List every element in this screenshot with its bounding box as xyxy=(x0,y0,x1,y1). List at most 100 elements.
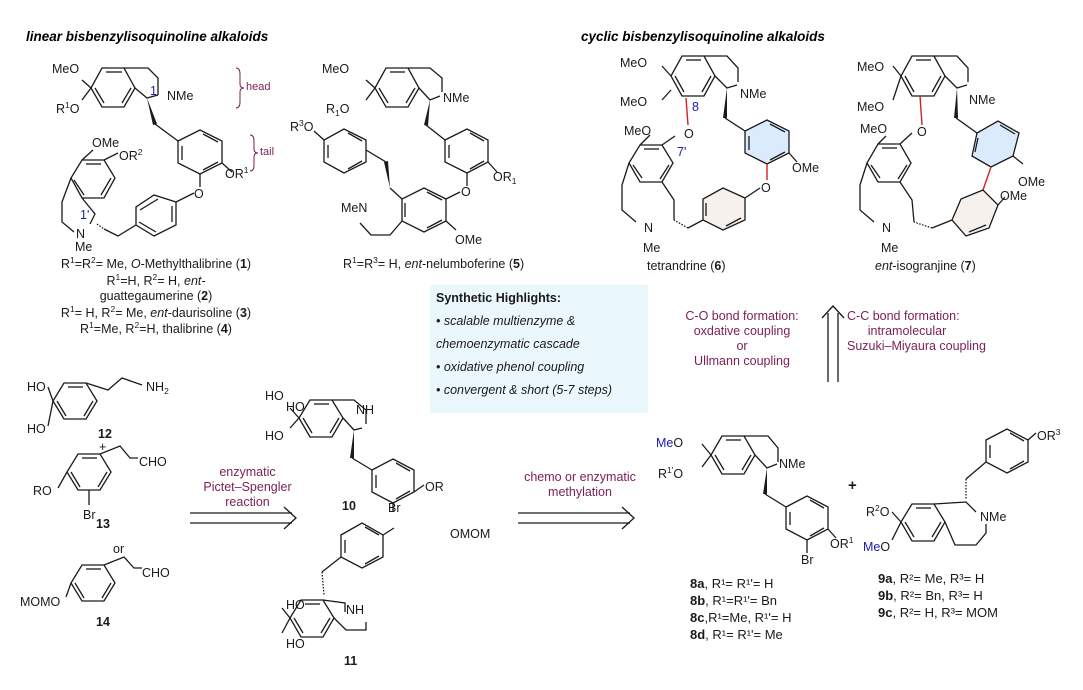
atom-label: OMe xyxy=(792,161,819,175)
bond-line: O xyxy=(340,102,350,116)
atom-label: OR1 xyxy=(830,535,854,551)
ring-or-wedge xyxy=(384,161,390,188)
bond-line xyxy=(661,89,672,101)
atom-label: O xyxy=(461,185,471,199)
atom-label: MeO xyxy=(857,60,884,74)
bond-line: 3 xyxy=(299,118,304,128)
bond-line xyxy=(859,162,875,223)
bond-line xyxy=(364,555,380,565)
bond-line xyxy=(347,160,363,170)
bond-line xyxy=(426,191,443,201)
bond-line xyxy=(103,224,137,237)
bond-line xyxy=(632,164,643,179)
bond-line: 2 xyxy=(164,386,169,396)
atom-label: NMe xyxy=(980,510,1006,524)
bond-line xyxy=(892,75,902,101)
variant-9b: 9b, R²= Bn, R³= H xyxy=(878,588,983,603)
atom-label: O xyxy=(917,125,927,139)
cyclic-section-title: cyclic bisbenzylisoquinoline alkaloids xyxy=(581,29,825,44)
compound-caption-3: R1= H, R2= Me, ent-daurisoline (3) xyxy=(60,304,252,320)
atom-label: MeO xyxy=(863,540,890,554)
bond-line xyxy=(47,386,54,402)
bond-line xyxy=(364,526,380,536)
bond-line xyxy=(202,161,219,171)
bond-line xyxy=(101,582,112,599)
bond-line xyxy=(293,617,304,634)
bond-line xyxy=(70,471,81,488)
label-pos-1: 1 xyxy=(150,84,157,98)
bond-line xyxy=(877,135,887,145)
bond-line: 1 xyxy=(335,108,340,118)
compound-caption-7: ent-isogranjine (7) xyxy=(875,259,976,273)
atom-label: HO xyxy=(265,389,284,403)
bond-line xyxy=(321,571,325,596)
bond-line xyxy=(974,137,979,153)
bond-line xyxy=(674,75,685,93)
bond-line xyxy=(769,151,786,161)
atom-label: HO xyxy=(286,400,305,414)
bond-line xyxy=(138,221,157,233)
compound-caption-4: R1=Me, R2=H, thalibrine (4) xyxy=(80,320,232,336)
bond-line xyxy=(283,506,297,530)
bond-line xyxy=(405,87,416,104)
bond-line xyxy=(891,521,902,541)
bond-line xyxy=(395,462,411,472)
bond-line xyxy=(487,161,498,173)
variants-8-list: 8a, R¹= R¹'= H 8b, R¹=R¹'= Bn 8c,R¹=Me, … xyxy=(690,575,791,643)
bond-line xyxy=(413,484,425,493)
bond-line xyxy=(426,219,443,229)
pictet-spengler-label: enzymatic Pictet–Spengler reaction xyxy=(203,465,292,509)
atom-or1: OR1 xyxy=(225,165,249,181)
atom-ho-11a: HO xyxy=(286,598,305,612)
variant-9a: 9a, R²= Me, R³= H xyxy=(878,571,985,586)
head-label: head xyxy=(246,81,271,93)
bond-line xyxy=(97,471,108,488)
atom-label: Br xyxy=(388,501,401,515)
atom-label: OR xyxy=(425,480,444,494)
bond-line xyxy=(809,527,825,537)
bond-line xyxy=(931,75,942,93)
bond-line: 2 xyxy=(875,503,880,513)
atom-label: 10 xyxy=(342,499,356,513)
atom-label: MeO xyxy=(656,436,683,450)
highlight-item: chemoenzymatic cascade xyxy=(436,337,580,351)
bond-line xyxy=(389,187,403,200)
bond-line xyxy=(701,454,712,468)
cc-bond-label: C-C bond formation: intramolecular Suzuk… xyxy=(847,309,986,353)
bond-line xyxy=(661,181,675,220)
bond-line xyxy=(321,556,342,573)
bond-line: O xyxy=(673,436,683,450)
bond-line xyxy=(359,220,403,236)
atom-label: MeO xyxy=(322,62,349,76)
bond-line xyxy=(65,582,72,598)
atom-label: MeO xyxy=(620,95,647,109)
bond-line xyxy=(320,617,331,634)
atom-label: 14 xyxy=(96,615,110,629)
bond-line xyxy=(701,443,712,456)
highlight-item: • scalable multienzyme & xyxy=(436,314,576,328)
bond-line xyxy=(425,124,446,141)
atom-label: NMe xyxy=(443,91,469,105)
bond-line xyxy=(96,223,105,230)
bond-line xyxy=(944,521,987,546)
variant-8a: 8a, R¹= R¹'= H xyxy=(690,576,774,591)
bond-line xyxy=(154,123,179,142)
bond-line xyxy=(744,187,761,199)
bond-line xyxy=(999,124,1016,135)
bond-line xyxy=(332,399,367,424)
bond-line xyxy=(827,528,837,539)
atom-label: R1'O xyxy=(658,465,683,481)
compound-caption-1: R1=R2= Me, O-Methylthalibrine (1) xyxy=(60,255,252,271)
ring-or-wedge xyxy=(350,430,354,458)
bond-line xyxy=(904,75,915,93)
atom-label: CHO xyxy=(142,566,170,580)
co-bond-label: C-O bond formation: oxdative coupling or… xyxy=(685,309,799,368)
bond-line xyxy=(704,55,739,82)
bond-line xyxy=(202,133,219,143)
bond-line xyxy=(73,179,85,196)
bond-line xyxy=(445,191,461,200)
